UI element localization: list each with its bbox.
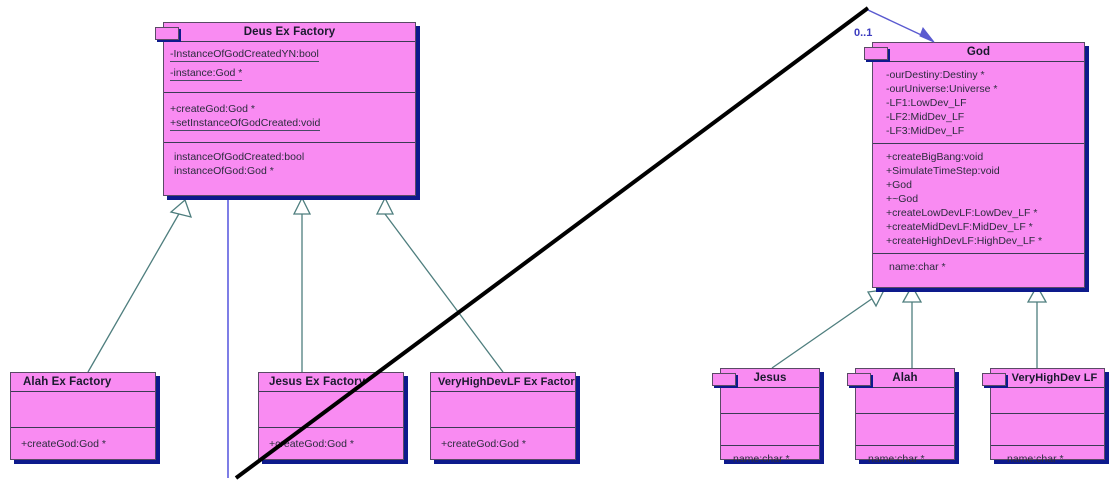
operation-row: +createMidDevLF:MidDev_LF * [886, 221, 1033, 233]
attribute-row: -ourDestiny:Destiny * [886, 69, 985, 81]
deus-extras-compartment: instanceOfGodCreated:bool instanceOfGod:… [164, 142, 415, 184]
jesus-class-tab [712, 373, 736, 386]
class-title-veryhighdevlf-ex-factory: VeryHighDevLF Ex Factory [438, 376, 575, 388]
generalization-jesus-to-god [771, 289, 886, 369]
generalization-veryhighdevlf-to-god [1026, 284, 1048, 368]
attribute-row: -ourUniverse:Universe * [886, 83, 998, 95]
attribute-row: -InstanceOfGodCreatedYN:bool [170, 48, 319, 62]
extra-row: name:char * [733, 453, 790, 465]
operation-row: +createGod:God * [269, 438, 354, 450]
multiplicity-label-0-1: 0..1 [854, 27, 873, 39]
god-operations-compartment: +createBigBang:void +SimulateTimeStep:vo… [873, 143, 1084, 253]
alahexfactory-attributes-compartment [11, 391, 155, 427]
veryhighdevlf-extras-compartment: name:char * [991, 445, 1104, 469]
operation-row: +createGod:God * [170, 103, 255, 115]
deus-operations-compartment: +createGod:God * +setInstanceOfGodCreate… [164, 92, 415, 142]
extra-row: name:char * [868, 453, 925, 465]
operation-row: +~God [886, 193, 919, 205]
jesus-attributes-compartment [721, 387, 819, 413]
attribute-row: -LF3:MidDev_LF [886, 125, 965, 137]
operation-row: +setInstanceOfGodCreated:void [170, 117, 321, 131]
operation-row: +createLowDevLF:LowDev_LF * [886, 207, 1038, 219]
class-title-veryhighdev-lf: VeryHighDev LF [1011, 372, 1098, 384]
class-title-god: God [966, 46, 991, 58]
attribute-row: -instance:God * [170, 67, 243, 81]
class-jesus-ex-factory[interactable]: Jesus Ex Factory +createGod:God * [258, 372, 404, 460]
class-title-alah: Alah [892, 372, 918, 384]
class-god[interactable]: God -ourDestiny:Destiny * -ourUniverse:U… [872, 42, 1085, 288]
jesus-extras-compartment: name:char * [721, 445, 819, 469]
generalization-jesusexfactory-to-deus [292, 196, 312, 372]
operation-row: +createGod:God * [441, 438, 526, 450]
deus-ex-factory-class-tab [155, 27, 179, 40]
jesusexfactory-operations-compartment: +createGod:God * [259, 427, 403, 454]
extra-row: name:char * [1007, 453, 1064, 465]
extra-row: instanceOfGod:God * [174, 165, 274, 177]
class-alah[interactable]: Alah name:char * [855, 368, 955, 465]
veryhighdevlfexfactory-attributes-compartment [431, 391, 575, 427]
jesus-operations-compartment [721, 413, 819, 445]
alah-extras-compartment: name:char * [856, 445, 954, 469]
god-attributes-compartment: -ourDestiny:Destiny * -ourUniverse:Unive… [873, 61, 1084, 143]
class-title-deus-ex-factory: Deus Ex Factory [243, 26, 336, 38]
generalization-veryhighdevlfexfactory-to-deus [375, 196, 504, 373]
operation-row: +createHighDevLF:HighDev_LF * [886, 235, 1043, 247]
alah-operations-compartment [856, 413, 954, 445]
generalization-alah-to-god [901, 284, 923, 368]
class-alah-ex-factory[interactable]: Alah Ex Factory +createGod:God * [10, 372, 156, 460]
operation-row: +createGod:God * [21, 438, 106, 450]
extra-row: instanceOfGodCreated:bool [174, 151, 305, 163]
alah-class-tab [847, 373, 871, 386]
class-deus-ex-factory[interactable]: Deus Ex Factory -InstanceOfGodCreatedYN:… [163, 22, 416, 196]
veryhighdevlf-attributes-compartment [991, 387, 1104, 413]
association-arrow-to-god [867, 9, 935, 43]
generalization-alahexfactory-to-deus [87, 198, 193, 373]
alah-attributes-compartment [856, 387, 954, 413]
deus-attributes-compartment: -InstanceOfGodCreatedYN:bool -instance:G… [164, 41, 415, 92]
veryhighdevlf-class-tab [982, 373, 1006, 386]
operation-row: +createBigBang:void [886, 151, 984, 163]
jesusexfactory-attributes-compartment [259, 391, 403, 427]
class-title-jesus-ex-factory: Jesus Ex Factory [269, 376, 366, 388]
class-veryhighdevlf-ex-factory[interactable]: VeryHighDevLF Ex Factory +createGod:God … [430, 372, 576, 460]
extra-row: name:char * [889, 261, 946, 273]
class-veryhighdev-lf[interactable]: VeryHighDev LF name:char * [990, 368, 1105, 465]
god-extras-compartment: name:char * [873, 253, 1084, 280]
veryhighdevlf-operations-compartment [991, 413, 1104, 445]
operation-row: +SimulateTimeStep:void [886, 165, 1000, 177]
god-class-tab [864, 47, 888, 60]
veryhighdevlfexfactory-operations-compartment: +createGod:God * [431, 427, 575, 454]
attribute-row: -LF2:MidDev_LF [886, 111, 965, 123]
attribute-row: -LF1:LowDev_LF [886, 97, 967, 109]
class-title-alah-ex-factory: Alah Ex Factory [23, 376, 112, 388]
alahexfactory-operations-compartment: +createGod:God * [11, 427, 155, 454]
operation-row: +God [886, 179, 912, 191]
